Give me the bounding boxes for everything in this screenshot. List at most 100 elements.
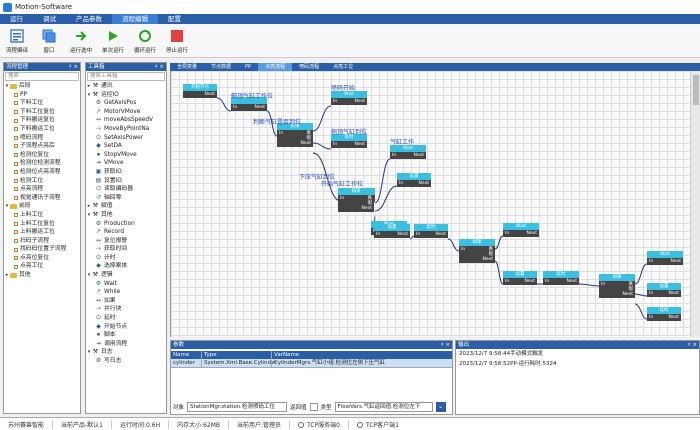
toolbox-item[interactable]: ↔moveAbsSpeedV bbox=[86, 116, 166, 125]
toolbox-item[interactable]: ↗MotorVMove bbox=[86, 108, 166, 117]
toolbox-item[interactable]: ◆开始节点 bbox=[86, 323, 166, 332]
col-type[interactable]: Type bbox=[201, 351, 271, 359]
port-out[interactable]: 假 bbox=[628, 287, 634, 292]
tree-group[interactable]: ▸其他 bbox=[4, 271, 80, 280]
port-out[interactable]: 真 bbox=[628, 282, 634, 287]
chevron-down-icon[interactable]: ⌄ bbox=[435, 402, 446, 412]
toolbox-item[interactable]: ↔复位报警 bbox=[86, 237, 166, 246]
port-out[interactable]: Next bbox=[435, 232, 446, 237]
port-in[interactable]: In bbox=[649, 259, 654, 264]
expand-icon[interactable]: ▾ bbox=[87, 91, 91, 98]
port-out[interactable]: Next bbox=[622, 292, 633, 297]
col-name[interactable]: Name bbox=[173, 352, 190, 358]
loop-run-button[interactable]: 循环运行 bbox=[130, 28, 160, 54]
list-item[interactable]: 点亮工位 bbox=[4, 262, 80, 271]
list-item[interactable]: 点亮位复位 bbox=[4, 254, 80, 263]
col-varname[interactable]: VarName bbox=[271, 351, 451, 359]
port-out[interactable]: Next bbox=[354, 142, 365, 147]
toolbox-item[interactable]: ▣获取IO bbox=[86, 168, 166, 177]
type-select[interactable]: FlowVars.气缸返回值.检测位左下 bbox=[334, 402, 433, 412]
port-in[interactable]: In bbox=[340, 196, 345, 201]
toolbox-item[interactable]: ⇢获取时间 bbox=[86, 245, 166, 254]
port-out[interactable]: 真 bbox=[306, 131, 312, 136]
port-out[interactable]: Next bbox=[524, 279, 535, 284]
toolbox-item[interactable]: ◆选择案体 bbox=[86, 262, 166, 271]
list-item[interactable]: 上料工位 bbox=[4, 211, 80, 220]
port-in[interactable]: In bbox=[233, 105, 238, 110]
toolbox-group[interactable]: ▸⚒通讯 bbox=[86, 82, 166, 91]
toolbox-item[interactable]: ⚙Wait bbox=[86, 280, 166, 289]
toolbox-item[interactable]: ⚙写日志 bbox=[86, 357, 166, 366]
compile-button[interactable]: 流程编译 bbox=[2, 28, 32, 54]
toolbox-group[interactable]: ▾⚒其他 bbox=[86, 211, 166, 220]
list-item[interactable]: 检测位复位 bbox=[4, 151, 80, 160]
expand-icon[interactable]: ▾ bbox=[87, 272, 91, 279]
toolbox-item[interactable]: ⏹脚本 bbox=[86, 331, 166, 340]
port-in[interactable]: In bbox=[505, 279, 510, 284]
toolbox-item[interactable]: ⌬读取编码器 bbox=[86, 185, 166, 194]
port-out[interactable]: Next bbox=[526, 231, 537, 236]
params-controls[interactable]: ♯ × bbox=[440, 342, 450, 348]
toolbox-item[interactable]: ◆SetDA bbox=[86, 142, 166, 151]
window-button[interactable]: 窗口 bbox=[34, 28, 64, 54]
list-item[interactable]: 上料工位复位 bbox=[4, 220, 80, 229]
object-select[interactable]: StationMgr.station.检测喷码工位 bbox=[187, 402, 288, 412]
doc-tab[interactable]: 点亮工位 bbox=[333, 64, 354, 70]
port-out[interactable]: Next bbox=[418, 181, 429, 186]
port-in[interactable]: In bbox=[399, 181, 404, 186]
canvas-scrollbar[interactable] bbox=[690, 71, 700, 337]
port-in[interactable]: In bbox=[376, 232, 381, 237]
list-item[interactable]: 下料搬运复位 bbox=[4, 116, 80, 125]
toolbox-item[interactable]: ↔如果 bbox=[86, 297, 166, 306]
port-in[interactable]: In bbox=[649, 291, 654, 296]
toolbox-item[interactable]: ↗Record bbox=[86, 228, 166, 237]
port-out[interactable]: Next bbox=[413, 153, 424, 158]
expand-icon[interactable]: ▸ bbox=[5, 272, 9, 279]
port-out[interactable]: 真 bbox=[488, 247, 494, 252]
port-in[interactable]: In bbox=[333, 142, 338, 147]
toolbox-item[interactable]: ⏻延时 bbox=[86, 314, 166, 323]
flow-search-input[interactable]: 搜索 bbox=[5, 72, 79, 81]
port-in[interactable]: In bbox=[505, 231, 510, 236]
port-out[interactable]: 假 bbox=[367, 201, 373, 206]
expand-icon[interactable]: ▾ bbox=[5, 83, 9, 89]
expand-icon[interactable]: ▾ bbox=[87, 211, 91, 218]
port-in[interactable]: In bbox=[461, 247, 466, 252]
scrollbar-thumb[interactable] bbox=[693, 75, 699, 105]
table-row[interactable]: cylinder System.Xml.Base.Cylinder Cylind… bbox=[171, 359, 452, 368]
port-in[interactable]: In bbox=[392, 153, 397, 158]
toolbox-item[interactable]: ↗While bbox=[86, 288, 166, 297]
toolbox-item[interactable]: ⏻SetAxisPower bbox=[86, 134, 166, 143]
list-item[interactable]: 上料搬运工位 bbox=[4, 228, 80, 237]
list-item[interactable]: 喷码流程 bbox=[4, 134, 80, 143]
port-out[interactable]: Next bbox=[397, 232, 408, 237]
output-controls[interactable]: ♯ × bbox=[687, 342, 697, 348]
list-item[interactable]: 子流程点亮后 bbox=[4, 142, 80, 151]
toolbox-item[interactable]: ⏹StopVMove bbox=[86, 151, 166, 160]
doc-tab[interactable]: 点亮流程 bbox=[258, 63, 293, 71]
tab-product-params[interactable]: 产品参数 bbox=[76, 15, 102, 23]
port-out[interactable]: Next bbox=[482, 257, 493, 262]
toolbox-group[interactable]: ▾⚒运控IO bbox=[86, 91, 166, 100]
list-item[interactable]: 视觉通讯子流程 bbox=[4, 194, 80, 203]
port-out[interactable]: 真 bbox=[367, 196, 373, 201]
port-in[interactable]: In bbox=[601, 282, 606, 287]
toolbox-item[interactable]: ⏻计时 bbox=[86, 254, 166, 263]
list-item[interactable]: 点亮流程 bbox=[4, 185, 80, 194]
port-out[interactable]: Next bbox=[204, 92, 215, 97]
list-item[interactable]: 下料工位 bbox=[4, 99, 80, 108]
